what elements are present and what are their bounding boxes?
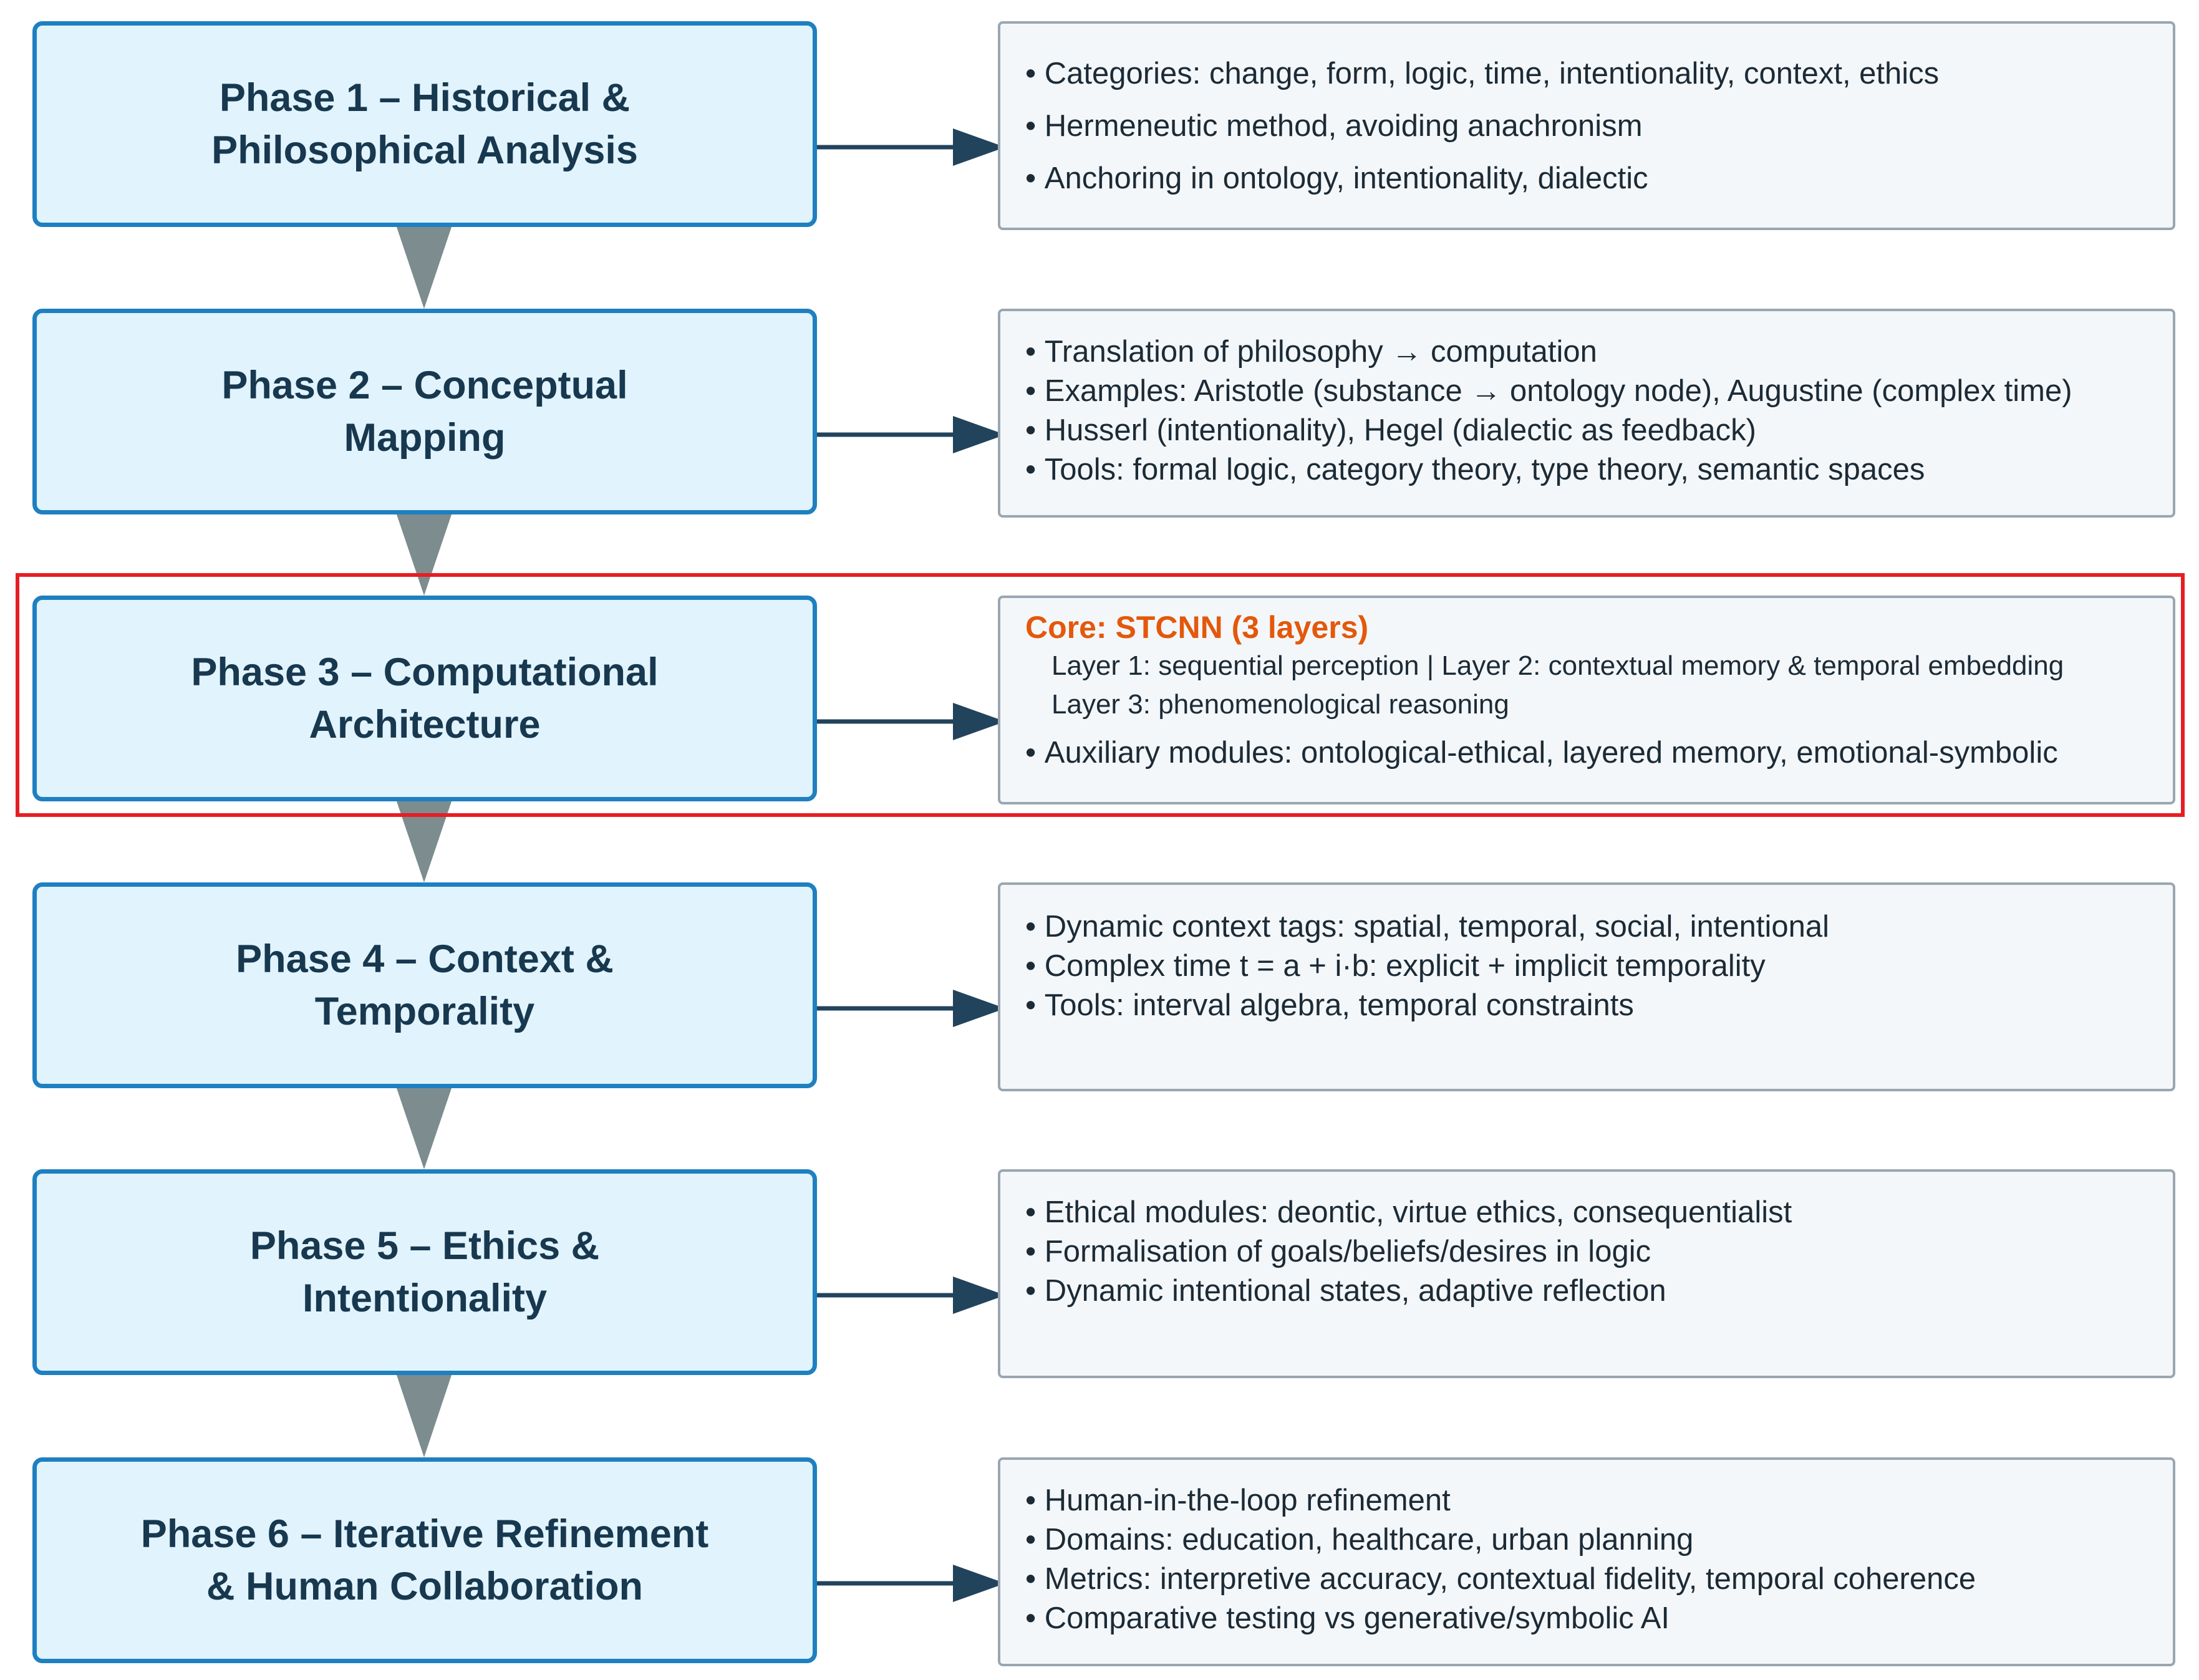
phase-1-title-line-2: Philosophical Analysis — [211, 128, 638, 172]
phase-6-bullet: Domains: education, healthcare, urban pl… — [1025, 1520, 2173, 1560]
phase-1-title-line-1: Phase 1 – Historical & — [219, 76, 631, 120]
phase-2-title-line-2: Mapping — [344, 416, 506, 460]
right-arrow-head — [953, 1277, 1005, 1314]
phase-1-bullet: Anchoring in ontology, intentionality, d… — [1025, 152, 2173, 205]
layer-line: Layer 3: phenomenological reasoning — [1051, 689, 1509, 720]
right-arrow-head — [953, 703, 1005, 740]
phase-3-highlight-frame — [16, 573, 2185, 817]
phase-5-bullet: Dynamic intentional states, adaptive ref… — [1025, 1272, 2173, 1311]
core-stcnn-title: Core: STCNN (3 layers) — [1025, 610, 1369, 645]
phase-2-title-line-1: Phase 2 – Conceptual — [221, 364, 628, 407]
phase-4-title-line-1: Phase 4 – Context & — [236, 937, 614, 981]
phase-4-bullet: Dynamic context tags: spatial, temporal,… — [1025, 907, 2173, 947]
layer-line: Layer 1: sequential perception | Layer 2… — [1051, 650, 2064, 681]
phase-1-bullet: Hermeneutic method, avoiding anachronism — [1025, 100, 2173, 152]
right-arrow-head — [953, 128, 1005, 166]
phase-3-title-line-2: Architecture — [309, 703, 541, 746]
phase-3-box: Phase 3 – Computational Architecture — [32, 596, 817, 801]
phase-5-title-line-1: Phase 5 – Ethics & — [249, 1224, 600, 1268]
phase-2-bullet: Examples: Aristotle (substance → ontolog… — [1025, 372, 2173, 411]
right-arrow-head — [953, 416, 1005, 453]
phase-2-bullet: Husserl (intentionality), Hegel (dialect… — [1025, 411, 2173, 450]
phase-2-box: Phase 2 – Conceptual Mapping — [32, 309, 817, 514]
right-arrow-head — [953, 990, 1005, 1027]
phase-5-bullet: Ethical modules: deontic, virtue ethics,… — [1025, 1193, 2173, 1232]
phase-6-bullet: Metrics: interpretive accuracy, contextu… — [1025, 1560, 2173, 1599]
right-arrow-head — [953, 1565, 1005, 1602]
phase-6-title-line-2: & Human Collaboration — [206, 1565, 643, 1608]
down-arrow — [397, 514, 452, 596]
phase-2-details: Translation of philosophy → computation … — [998, 309, 2175, 518]
phase-5-bullet: Formalisation of goals/beliefs/desires i… — [1025, 1232, 2173, 1272]
phase-6-title-line-1: Phase 6 – Iterative Refinement — [140, 1512, 709, 1556]
down-arrow — [397, 1088, 452, 1169]
phase-2-bullet: Translation of philosophy → computation — [1025, 332, 2173, 372]
phase-1-box: Phase 1 – Historical & Philosophical Ana… — [32, 21, 817, 227]
phase-2-bullet: Tools: formal logic, category theory, ty… — [1025, 450, 2173, 490]
phase-6-bullet: Human-in-the-loop refinement — [1025, 1481, 2173, 1520]
down-arrow — [397, 227, 452, 309]
phase-4-details: Dynamic context tags: spatial, temporal,… — [998, 882, 2175, 1091]
phase-6-box: Phase 6 – Iterative Refinement & Human C… — [32, 1457, 817, 1663]
phase-6-details: Human-in-the-loop refinement Domains: ed… — [998, 1457, 2175, 1666]
phase-3-details: Core: STCNN (3 layers) Layer 1: sequenti… — [998, 596, 2175, 804]
phase-4-title-line-2: Temporality — [314, 990, 535, 1033]
phase-4-bullet: Tools: interval algebra, temporal constr… — [1025, 986, 2173, 1025]
phase-6-bullet: Comparative testing vs generative/symbol… — [1025, 1599, 2173, 1638]
phase-5-title-line-2: Intentionality — [302, 1277, 547, 1320]
down-arrow — [397, 1375, 452, 1457]
phase-3-title-line-1: Phase 3 – Computational — [191, 650, 659, 694]
phase-4-bullet: Complex time t = a + i·b: explicit + imp… — [1025, 947, 2173, 986]
down-arrow — [397, 801, 452, 882]
phase-5-box: Phase 5 – Ethics & Intentionality — [32, 1169, 817, 1375]
phase-1-bullet: Categories: change, form, logic, time, i… — [1025, 47, 2173, 100]
phase-3-bullet: Auxiliary modules: ontological-ethical, … — [1025, 733, 2173, 773]
phase-4-box: Phase 4 – Context & Temporality — [32, 882, 817, 1088]
phase-5-details: Ethical modules: deontic, virtue ethics,… — [998, 1169, 2175, 1378]
phase-1-details: Categories: change, form, logic, time, i… — [998, 21, 2175, 230]
